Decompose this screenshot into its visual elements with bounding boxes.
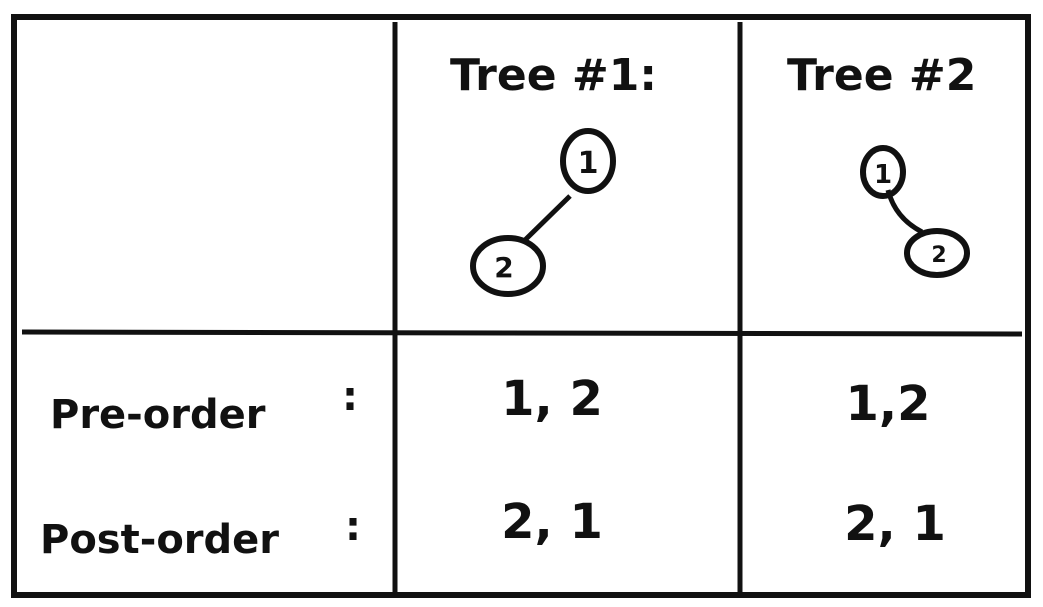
preorder-colon: :: [342, 374, 358, 420]
tree1-preorder-value: 1, 2: [501, 371, 603, 427]
postorder-label: Post-order: [40, 517, 279, 563]
tree2-root-label: 1: [874, 160, 892, 190]
tree2-child-label: 2: [931, 243, 946, 268]
tree1-child-label: 2: [494, 251, 513, 284]
tree2-postorder-value: 2, 1: [844, 496, 946, 552]
tree1-edge: [523, 194, 572, 242]
tree1-root-label: 1: [578, 146, 599, 181]
tree1-child-node: [470, 235, 546, 297]
tree2-child-node: [904, 228, 970, 278]
tree2-root-node: [860, 145, 906, 199]
preorder-label: Pre-order: [50, 392, 266, 438]
tree2-header: Tree #2: [787, 50, 976, 101]
tree1-root-node: [560, 128, 616, 194]
postorder-colon: :: [345, 504, 361, 550]
tree2-diagram: 1 2: [860, 145, 970, 278]
tree1-diagram: 1 2: [470, 128, 616, 297]
tree1-postorder-value: 2, 1: [501, 494, 603, 550]
row-divider: [21, 329, 1023, 337]
table-border: [11, 14, 1031, 598]
tree2-preorder-value: 1,2: [845, 376, 930, 432]
tree1-header: Tree #1:: [450, 50, 657, 101]
